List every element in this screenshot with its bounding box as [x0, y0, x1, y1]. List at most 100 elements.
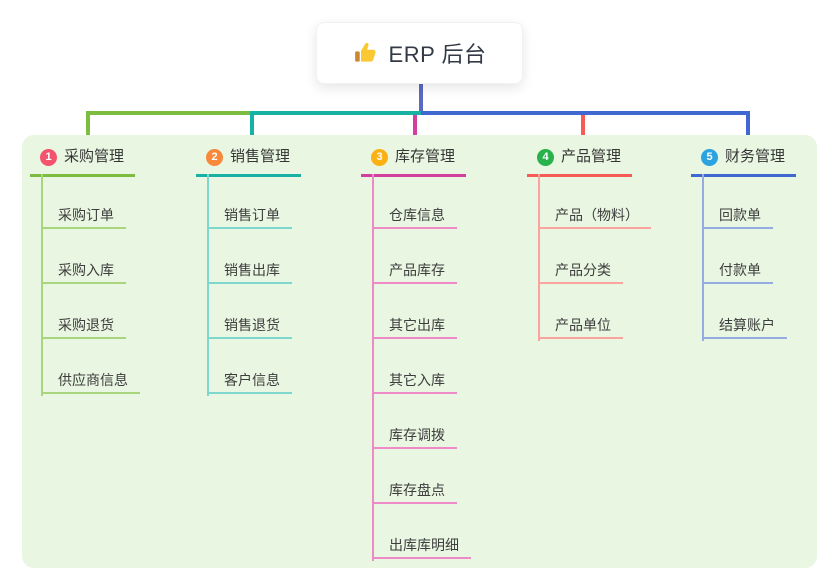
branch-number-badge: 2 — [206, 148, 223, 166]
node-product-category[interactable]: 产品分类 — [538, 229, 623, 284]
node-underline — [538, 337, 623, 339]
node-underline — [41, 227, 126, 229]
node-payment-order[interactable]: 付款单 — [702, 229, 773, 284]
node-label: 供应商信息 — [58, 372, 128, 388]
node-underline — [207, 337, 292, 339]
node-product-unit[interactable]: 产品单位 — [538, 284, 623, 339]
branch-drop-product — [581, 115, 585, 145]
branch-title-inventory[interactable]: 3 库存管理 — [361, 146, 466, 177]
node-other-outbound[interactable]: 其它出库 — [372, 284, 457, 339]
node-underline — [538, 282, 623, 284]
node-underline — [41, 392, 140, 394]
node-underline — [538, 227, 651, 229]
node-purchase-return[interactable]: 采购退货 — [41, 284, 126, 339]
node-stock-transfer[interactable]: 库存调拨 — [372, 394, 457, 449]
node-underline — [702, 227, 773, 229]
node-sales-order[interactable]: 销售订单 — [207, 177, 292, 229]
branch-title-purchase[interactable]: 1 采购管理 — [30, 146, 135, 177]
node-label: 回款单 — [719, 207, 761, 223]
branch-items: 产品（物料） 产品分类 产品单位 — [538, 177, 651, 339]
branch-items: 销售订单 销售出库 销售退货 客户信息 — [207, 177, 301, 394]
branch-vline — [538, 174, 540, 341]
branch-title-product[interactable]: 4 产品管理 — [527, 146, 632, 177]
node-purchase-inbound[interactable]: 采购入库 — [41, 229, 126, 284]
root-node-erp[interactable]: ERP 后台 — [316, 22, 523, 84]
node-underline — [41, 282, 126, 284]
mindmap-board — [22, 135, 817, 568]
node-label: 库存盘点 — [389, 482, 445, 498]
root-stem-line — [419, 84, 423, 113]
node-label: 销售退货 — [224, 317, 280, 333]
node-label: 采购入库 — [58, 262, 114, 278]
node-settlement-account[interactable]: 结算账户 — [702, 284, 787, 339]
node-label: 出库库明细 — [389, 537, 459, 553]
branch-vline — [207, 174, 209, 396]
node-underline — [372, 392, 457, 394]
branch-number-badge: 4 — [537, 148, 554, 166]
node-label: 采购退货 — [58, 317, 114, 333]
node-underline — [207, 227, 292, 229]
branch-drop-inventory — [413, 115, 417, 145]
branch-vline — [41, 174, 43, 396]
node-underline — [372, 557, 471, 559]
node-label: 仓库信息 — [389, 207, 445, 223]
node-other-inbound[interactable]: 其它入库 — [372, 339, 457, 394]
node-warehouse-info[interactable]: 仓库信息 — [372, 177, 457, 229]
node-receipt-order[interactable]: 回款单 — [702, 177, 773, 229]
branch-number-badge: 3 — [371, 148, 388, 166]
node-purchase-order[interactable]: 采购订单 — [41, 177, 126, 229]
thumbs-up-icon — [353, 40, 379, 66]
branch-vline — [702, 174, 704, 341]
bus-line-right — [421, 111, 750, 115]
node-underline — [702, 337, 787, 339]
node-underline — [372, 337, 457, 339]
branch-title-finance[interactable]: 5 财务管理 — [691, 146, 796, 177]
node-label: 其它入库 — [389, 372, 445, 388]
node-underline — [372, 447, 457, 449]
node-underline — [207, 282, 292, 284]
bus-line-middle — [252, 111, 421, 115]
node-supplier-info[interactable]: 供应商信息 — [41, 339, 140, 394]
node-label: 采购订单 — [58, 207, 114, 223]
branch-number-badge: 5 — [701, 148, 718, 166]
node-customer-info[interactable]: 客户信息 — [207, 339, 292, 394]
branch-items: 回款单 付款单 结算账户 — [702, 177, 796, 339]
branch-items: 仓库信息 产品库存 其它出库 其它入库 库存调拨 库存盘点 出库库明细 — [372, 177, 471, 559]
branch-finance: 5 财务管理 回款单 付款单 结算账户 — [691, 146, 796, 341]
node-outbound-detail[interactable]: 出库库明细 — [372, 504, 471, 559]
node-label: 结算账户 — [719, 317, 775, 333]
branch-title-label: 库存管理 — [395, 148, 456, 165]
node-product-stock[interactable]: 产品库存 — [372, 229, 457, 284]
node-stock-taking[interactable]: 库存盘点 — [372, 449, 457, 504]
node-underline — [372, 282, 457, 284]
branch-title-sales[interactable]: 2 销售管理 — [196, 146, 301, 177]
branch-title-label: 采购管理 — [64, 148, 125, 165]
branch-items: 采购订单 采购入库 采购退货 供应商信息 — [41, 177, 140, 394]
branch-drop-sales — [250, 111, 254, 145]
node-sales-return[interactable]: 销售退货 — [207, 284, 292, 339]
node-underline — [41, 337, 126, 339]
branch-inventory: 3 库存管理 仓库信息 产品库存 其它出库 其它入库 库存调拨 库存盘点 出 — [361, 146, 471, 561]
node-underline — [702, 282, 773, 284]
node-label: 库存调拨 — [389, 427, 445, 443]
node-label: 付款单 — [719, 262, 761, 278]
branch-title-label: 产品管理 — [561, 148, 622, 165]
root-node-label: ERP 后台 — [388, 42, 487, 67]
branch-product: 4 产品管理 产品（物料） 产品分类 产品单位 — [527, 146, 651, 341]
node-label: 其它出库 — [389, 317, 445, 333]
branch-sales: 2 销售管理 销售订单 销售出库 销售退货 客户信息 — [196, 146, 301, 396]
branch-drop-purchase — [86, 111, 90, 145]
node-underline — [207, 392, 292, 394]
branch-purchase: 1 采购管理 采购订单 采购入库 采购退货 供应商信息 — [30, 146, 140, 396]
node-label: 产品单位 — [555, 317, 611, 333]
node-underline — [372, 227, 457, 229]
branch-title-label: 财务管理 — [725, 148, 786, 165]
node-label: 产品库存 — [389, 262, 445, 278]
node-sales-outbound[interactable]: 销售出库 — [207, 229, 292, 284]
bus-line-left — [86, 111, 252, 115]
node-product-material[interactable]: 产品（物料） — [538, 177, 651, 229]
branch-title-label: 销售管理 — [230, 148, 291, 165]
node-label: 产品分类 — [555, 262, 611, 278]
branch-drop-finance — [746, 111, 750, 145]
branch-vline — [372, 174, 374, 561]
